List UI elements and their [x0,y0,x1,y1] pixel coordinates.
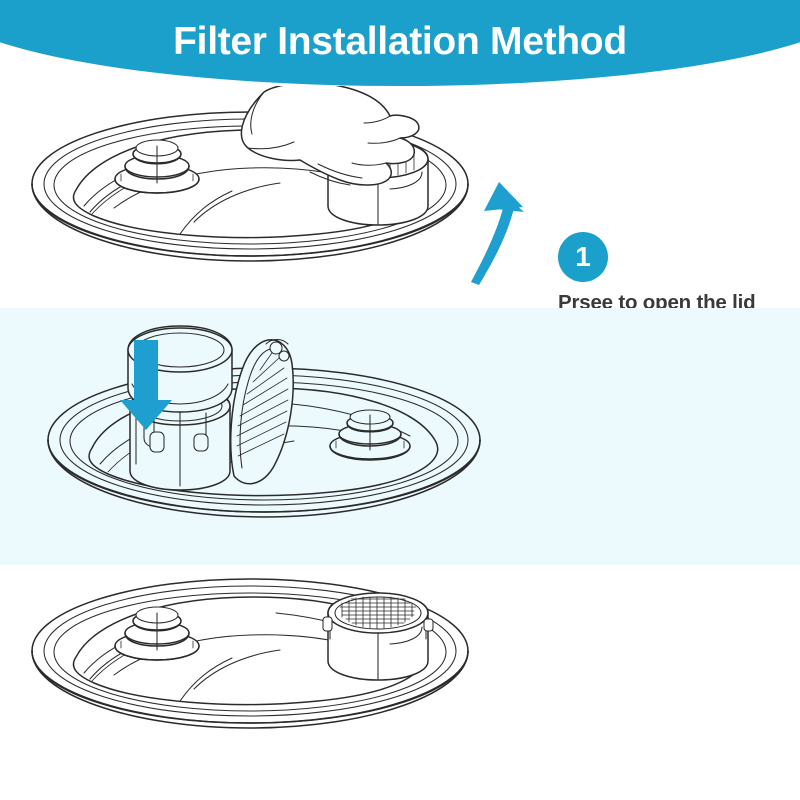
step-1-number-badge: 1 [558,232,608,282]
step-1-illustration [18,86,538,308]
step-row-2: 2 Put the filter in [0,308,800,784]
step-2-illustration [18,308,538,565]
step-1-caption: 1 Prsee to open the lid [558,232,798,316]
step-row-3: 3 Close the lid [0,565,800,800]
page-title: Filter Installation Method [173,20,627,63]
step-row-1: 1 Prsee to open the lid [0,86,800,314]
step-3-illustration [18,565,538,800]
